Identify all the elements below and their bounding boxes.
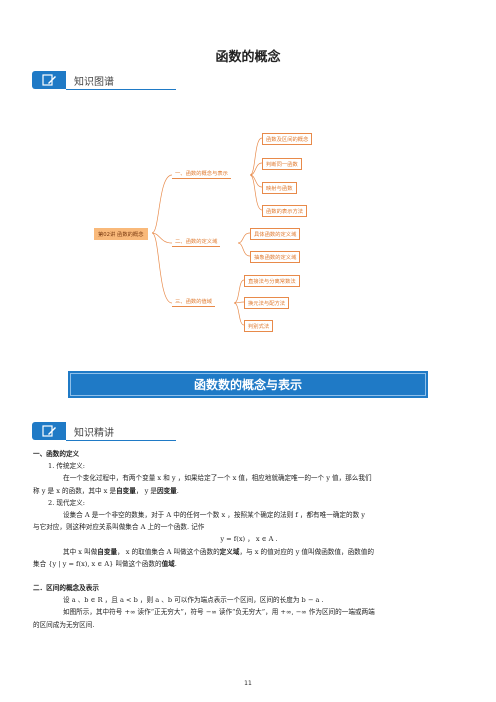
mind-map: 第02讲 函数的概念 一、函数的概念与表示 二、函数的定义域 三、函数的值域 函…: [0, 125, 496, 340]
paragraph: 与它对应，则这种对应关系叫做集合 A 上的一个函数. 记作: [33, 523, 205, 532]
paragraph: 称 y 是 x 的函数，其中 x 是自变量， y 是因变量.: [33, 486, 179, 495]
formula: y = f(x) ， x ∈ A .: [220, 535, 278, 544]
mind-map-connectors: [151, 137, 263, 326]
paragraph: 在一个变化过程中，有两个变量 x 和 y ，如果给定了一个 x 值，相应地就确定…: [63, 474, 372, 483]
page-number: 11: [244, 680, 252, 687]
paragraph: 集合 {y | y = f(x), x ∈ A} 叫做这个函数的值域.: [33, 559, 177, 568]
section-header-knowledge-map: 知识图谱: [32, 70, 176, 90]
paragraph: 设 a 、b ∈ R ，且 a < b ，则 a 、b 可以作为端点表示一个区间…: [63, 596, 324, 605]
page-title: 函数的概念: [215, 50, 281, 65]
paragraph: 其中 x 叫做自变量， x 的取值集合 A 叫做这个函数的定义域，与 x 的值对…: [63, 547, 374, 556]
paragraph: 设集合 A 是一个非空的数集，对于 A 中的任何一个数 x ，按照某个确定的法则…: [63, 511, 366, 520]
paragraph: 如图所示，其中符号 +∞ 读作“正无穷大”，符号 −∞ 读作“负无穷大”，用 +…: [63, 608, 375, 617]
mind-map-leaf: 映射与函数: [262, 182, 297, 194]
mind-map-leaf: 直接法与分离常数法: [244, 275, 300, 287]
mind-map-leaf: 换元法与配方法: [244, 297, 290, 309]
mind-map-leaf: 具体函数的定义域: [250, 228, 301, 240]
section-label: 知识精讲: [74, 427, 114, 439]
pencil-on-paper-icon: [32, 422, 66, 440]
subheading: 1. 传统定义:: [48, 462, 85, 471]
mind-map-leaf: 函数的表示方法: [262, 205, 308, 217]
banner-title: 函数数的概念与表示: [193, 378, 302, 392]
mind-map-branch: 二、函数的定义域: [172, 237, 221, 247]
paragraph: 的区间成为无穷区间.: [33, 620, 95, 629]
mind-map-leaf: 抽象函数的定义域: [250, 251, 301, 263]
mind-map-branch: 三、函数的值域: [172, 297, 216, 307]
mind-map-leaf: 判别式法: [244, 320, 274, 332]
mind-map-branch: 一、函数的概念与表示: [172, 169, 231, 179]
heading-function-definition: 一、函数的定义: [33, 450, 80, 458]
mind-map-leaf: 判断同一函数: [262, 158, 302, 170]
section-banner: 函数数的概念与表示: [68, 371, 428, 398]
heading-interval: 二．区间的概念及表示: [33, 584, 99, 593]
section-header-knowledge-explanation: 知识精讲: [32, 421, 176, 441]
mind-map-leaf: 函数及区间的概念: [262, 133, 313, 145]
pencil-on-paper-icon: [32, 71, 66, 89]
body-content: 一、函数的定义 1. 传统定义: 在一个变化过程中，有两个变量 x 和 y ，如…: [33, 448, 465, 631]
subheading: 2. 现代定义:: [48, 498, 85, 507]
mind-map-root: 第02讲 函数的概念: [94, 228, 148, 240]
section-label: 知识图谱: [74, 76, 114, 88]
